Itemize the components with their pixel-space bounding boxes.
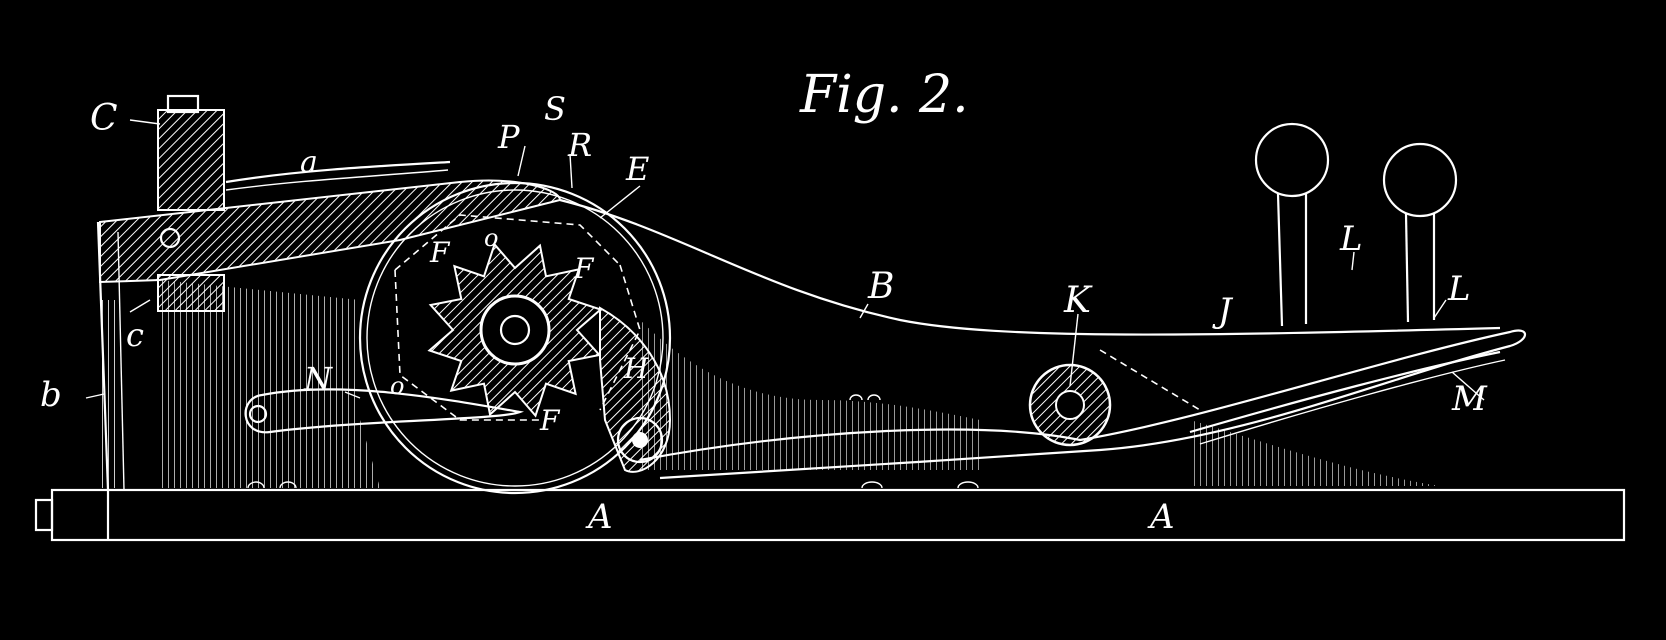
leader-lines — [85, 119, 1485, 401]
label-c-upper: C — [90, 98, 118, 139]
label-p: P — [497, 118, 520, 156]
label-l-left: L — [1339, 219, 1363, 259]
label-a-lower: a — [300, 145, 318, 180]
label-b-lower: b — [40, 375, 62, 415]
label-s: S — [544, 90, 566, 128]
label-m: M — [1451, 379, 1488, 419]
key-right — [1382, 142, 1458, 323]
spring-m — [1189, 350, 1501, 434]
label-f-left: F — [429, 236, 451, 269]
label-c-lower: c — [126, 316, 144, 354]
pawl-paths — [394, 214, 641, 421]
lever-j — [639, 329, 1527, 480]
label-r: R — [567, 126, 592, 164]
label-j: J — [1212, 291, 1234, 331]
spring-a — [225, 160, 451, 184]
label-f-lower: F — [539, 404, 561, 437]
label-l-right: L — [1447, 269, 1471, 309]
frame-body — [160, 280, 1440, 488]
pivot-k — [1028, 363, 1112, 447]
label-e: E — [625, 150, 649, 188]
label-o-lower: o — [390, 372, 404, 400]
top-lever — [99, 94, 562, 312]
figure-title: Fig. 2. — [799, 65, 969, 125]
label-k: K — [1063, 280, 1093, 321]
label-h: H — [623, 352, 649, 385]
ratchet-wheel — [427, 242, 603, 418]
base-rivets — [247, 394, 979, 489]
lever-n — [244, 388, 525, 434]
arm-h — [599, 306, 672, 473]
wheel-housing — [358, 181, 672, 495]
label-o-upper: o — [484, 224, 498, 252]
label-f-center: F — [573, 252, 595, 285]
base-plate — [34, 488, 1626, 542]
spring-a-inner — [225, 169, 449, 191]
spring-b — [559, 198, 1501, 336]
label-n: N — [303, 360, 333, 398]
label-a-right: A — [1147, 497, 1175, 537]
label-b-upper: B — [867, 266, 894, 307]
key-left — [1254, 122, 1330, 327]
spring-m-inner — [1199, 359, 1506, 445]
label-a-left: A — [585, 497, 613, 537]
